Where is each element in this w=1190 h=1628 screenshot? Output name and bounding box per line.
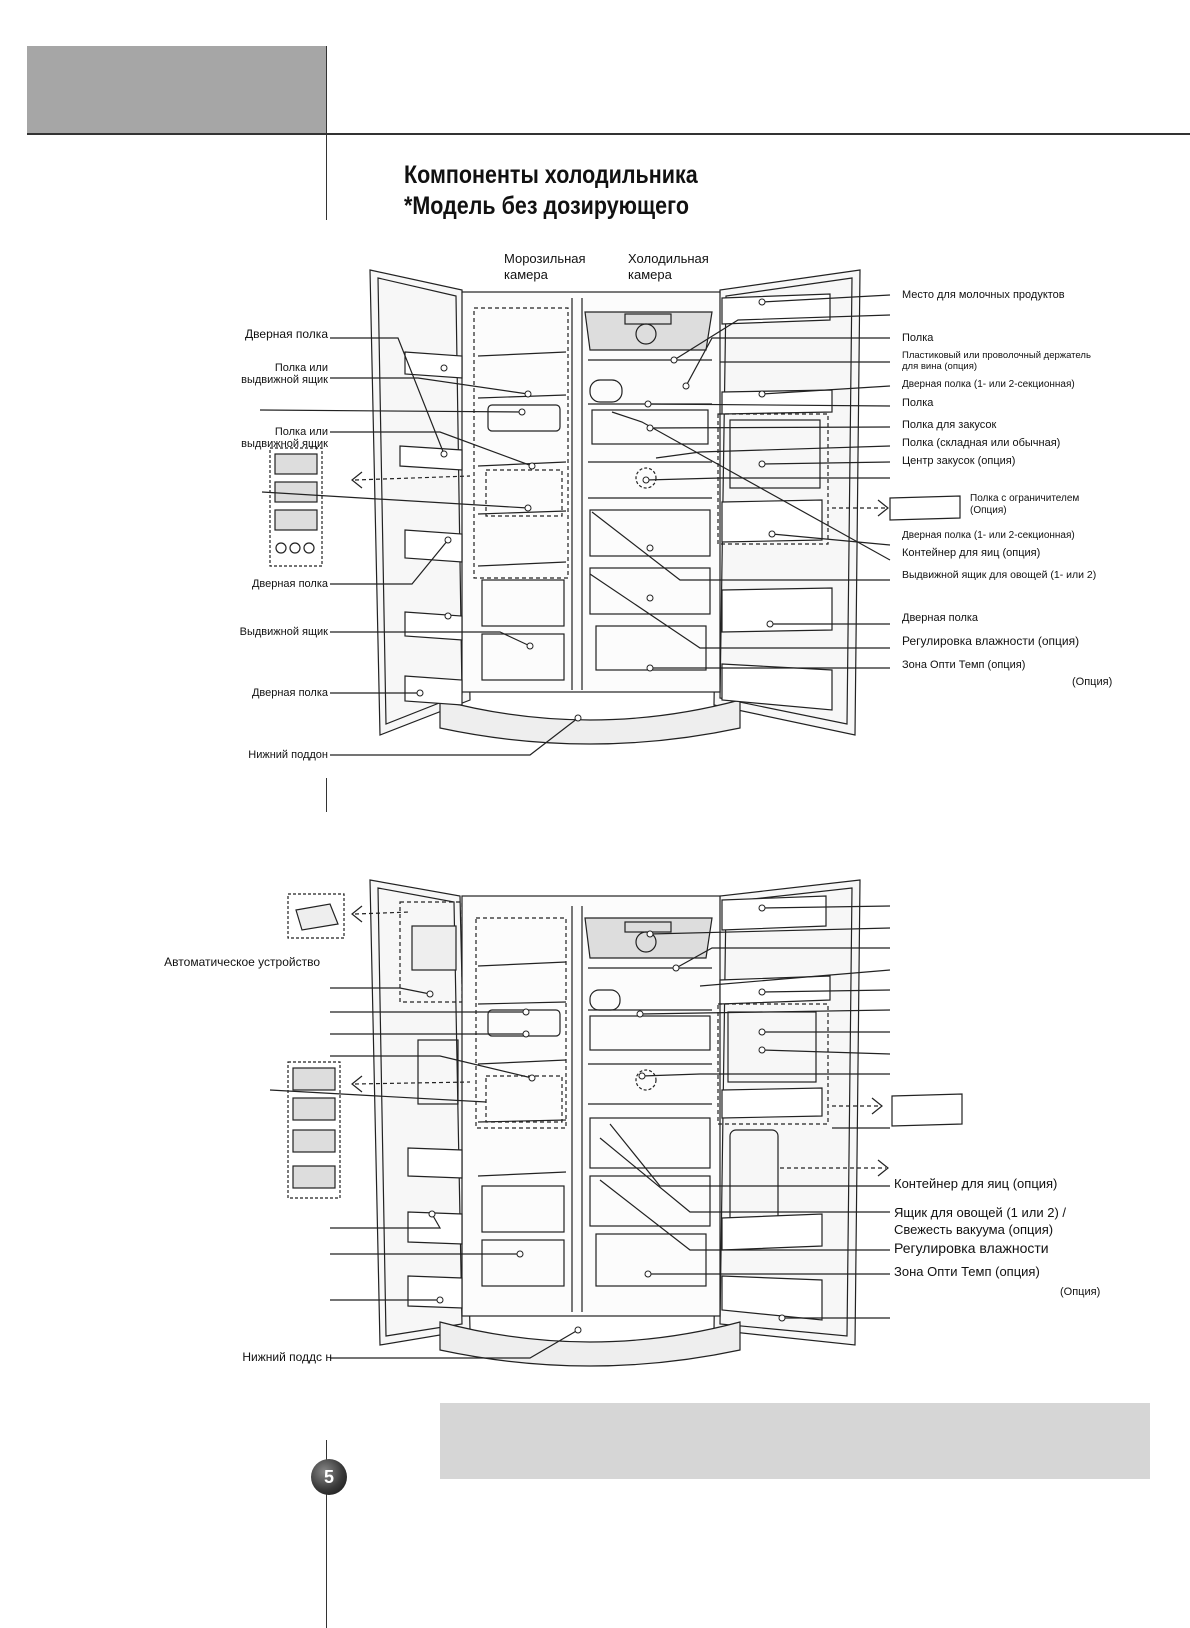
d2-label-bottom-tray: Нижний поддс н	[242, 1351, 332, 1363]
label-line: выдвижной ящик	[241, 438, 328, 450]
label-line: Дверная полка	[251, 687, 328, 699]
d1-label-egg-container: Контейнер для яиц (опция)	[902, 547, 1040, 559]
margin-rule-middle	[326, 778, 327, 812]
label-line: Регулировка влажности	[894, 1240, 1049, 1256]
label-line: Свежесть вакуума (опция)	[894, 1222, 1054, 1237]
d1-label-door-shelf: Дверная полка	[902, 612, 978, 624]
leader-lines-2	[269, 905, 891, 1359]
d1-label-shelf-or-drawer-2: Полка или выдвижной ящик	[241, 426, 328, 450]
fridge-label-line-1: Холодильная	[628, 251, 709, 266]
label-line: Полка или	[274, 426, 328, 438]
freezer-label: Морозильная камера	[504, 251, 586, 283]
margin-rule-bottom	[326, 1440, 327, 1628]
d2-label-egg-container: Контейнер для яиц (опция)	[894, 1176, 1058, 1191]
label-line: Дверная полка (1- или 2-секционная)	[902, 379, 1075, 390]
label-line: Полка	[902, 332, 934, 344]
label-line: Полка или	[274, 362, 328, 374]
callout-dots	[416, 298, 786, 1334]
d1-label-folding-shelf: Полка (складная или обычная)	[902, 437, 1060, 449]
label-line: Пластиковый или проволочный держатель	[902, 350, 1091, 361]
label-line: Центр закусок (опция)	[902, 455, 1016, 467]
page-number: 5	[323, 1467, 334, 1487]
d1-label-limiter-shelf: Полка с ограничителем (Опция)	[970, 493, 1079, 517]
d1-label-wine-holder: Пластиковый или проволочный держатель дл…	[902, 350, 1091, 372]
label-line: Зона Опти Темп (опция)	[902, 659, 1026, 671]
margin-rule-top	[326, 46, 327, 220]
d1-label-door-shelf-1-2-b: Дверная полка (1- или 2-секционная)	[902, 530, 1075, 542]
label-line: Контейнер для яиц (опция)	[894, 1176, 1058, 1191]
d1-label-snack-center: Центр закусок (опция)	[902, 455, 1015, 467]
d2-label-vegetable-box: Ящик для овощей (1 или 2) / Свежесть вак…	[894, 1204, 1066, 1238]
d1-label-dairy: Место для молочных продуктов	[902, 289, 1065, 301]
label-line: для вина (опция)	[902, 361, 978, 372]
d1-label-snack-shelf: Полка для закусок	[902, 419, 996, 431]
d1-label-shelf-2: Полка	[902, 397, 933, 409]
label-line: Полка для закусок	[902, 419, 997, 431]
label-line: Полка с ограничителем	[970, 493, 1080, 504]
d1-label-door-shelf: Дверная полка	[245, 328, 328, 340]
d2-label-auto-device: Автоматическое устройство	[164, 956, 320, 968]
d1-label-drawer: Выдвижной ящик	[240, 626, 328, 638]
d1-label-humidity: Регулировка влажности (опция)	[902, 635, 1079, 647]
label-line: Контейнер для яиц (опция)	[902, 547, 1041, 559]
fridge-label: Холодильная камера	[628, 251, 709, 283]
header-rule	[27, 133, 1190, 135]
fridge-label-line-2: камера	[628, 267, 672, 282]
d1-label-shelf: Полка	[902, 332, 933, 344]
label-line: Дверная полка	[902, 612, 979, 624]
d2-label-option: (Опция)	[1060, 1286, 1100, 1298]
label-line: Нижний поддон	[248, 749, 328, 761]
label-line: Полка	[902, 397, 934, 409]
d2-label-opti-temp: Зона Опти Темп (опция)	[894, 1264, 1040, 1279]
d1-label-door-shelf-2: Дверная полка	[252, 578, 328, 590]
d1-label-vegetable-drawer: Выдвижной ящик для овощей (1- или 2)	[902, 569, 1096, 581]
d1-label-opti-temp: Зона Опти Темп (опция)	[902, 659, 1025, 671]
d1-label-bottom-tray: Нижний поддон	[248, 749, 328, 761]
label-line: Дверная полка (1- или 2-секционная)	[902, 530, 1075, 541]
label-line: Выдвижной ящик	[239, 626, 328, 638]
label-line: выдвижной ящик	[241, 374, 328, 386]
label-line: Регулировка влажности (опция)	[902, 634, 1080, 648]
label-line: Ящик для овощей (1 или 2) /	[894, 1205, 1067, 1220]
label-line: Выдвижной ящик для овощей (1- или 2)	[902, 569, 1097, 581]
d2-label-humidity: Регулировка влажности	[894, 1240, 1049, 1256]
note-box	[440, 1403, 1150, 1479]
d1-label-door-shelf-1-2: Дверная полка (1- или 2-секционная)	[902, 379, 1075, 391]
label-line: (Опция)	[1072, 676, 1113, 688]
title-line-1: Компоненты холодильника	[404, 161, 698, 189]
label-line: Дверная полка	[245, 327, 328, 341]
label-line: (Опция)	[1060, 1286, 1101, 1298]
label-line: Нижний поддс н	[242, 1350, 332, 1364]
label-line: (Опция)	[970, 505, 1007, 516]
freezer-label-line-1: Морозильная	[504, 251, 586, 266]
leader-lines-1-left	[259, 337, 579, 756]
label-line: Зона Опти Темп (опция)	[894, 1264, 1040, 1279]
leader-lines-1-right	[589, 294, 891, 669]
label-line: Дверная полка	[251, 578, 328, 590]
title-line-2: *Модель без дозирующего	[404, 192, 689, 220]
header-block	[27, 46, 327, 134]
d1-label-option: (Опция)	[1072, 676, 1112, 688]
freezer-label-line-2: камера	[504, 267, 548, 282]
label-line: Полка (складная или обычная)	[902, 437, 1061, 449]
page-title: Компоненты холодильника *Модель без дози…	[404, 160, 698, 222]
d1-label-door-shelf-3: Дверная полка	[252, 687, 328, 699]
d1-label-shelf-or-drawer-1: Полка или выдвижной ящик	[241, 362, 328, 386]
label-line: Место для молочных продуктов	[902, 289, 1065, 301]
fridge-illustration-1	[269, 269, 961, 745]
page-number-badge: 5	[311, 1459, 347, 1495]
fridge-illustration-2	[287, 879, 963, 1367]
label-line: Автоматическое устройство	[164, 955, 320, 969]
